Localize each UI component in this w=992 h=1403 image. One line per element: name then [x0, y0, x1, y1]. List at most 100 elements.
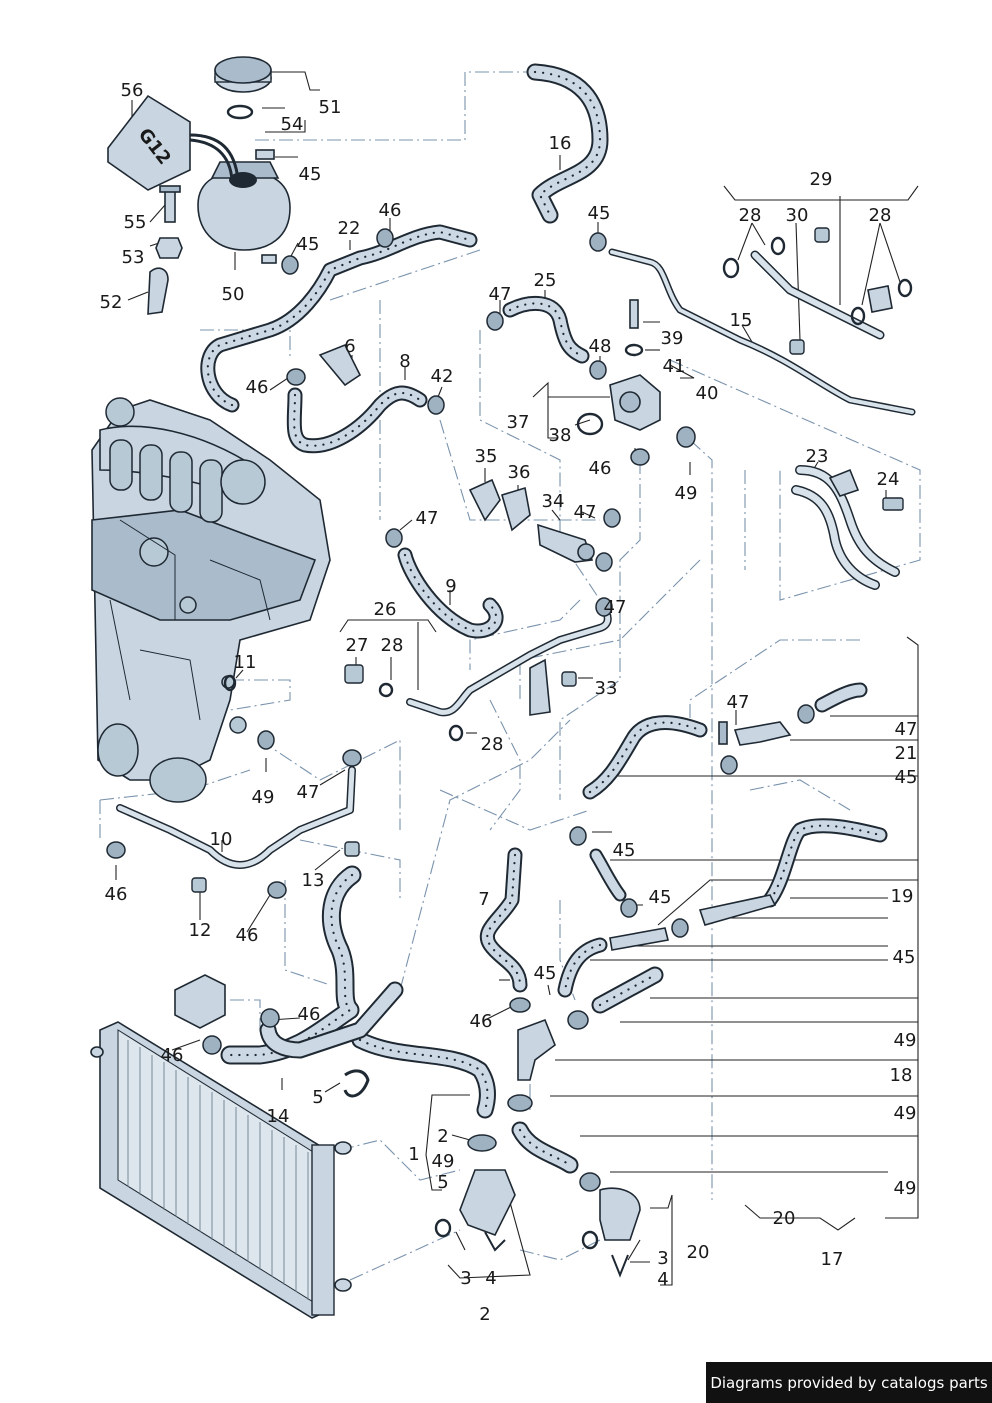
label-5: 5 — [312, 1087, 323, 1108]
label-49: 49 — [894, 1103, 917, 1124]
label-46: 46 — [246, 377, 269, 398]
label-52: 52 — [100, 292, 123, 313]
label-19: 19 — [891, 886, 914, 907]
label-37: 37 — [507, 412, 530, 433]
label-55: 55 — [124, 212, 147, 233]
label-20: 20 — [687, 1242, 710, 1263]
label-47: 47 — [574, 502, 597, 523]
label-36: 36 — [508, 462, 531, 483]
label-49: 49 — [894, 1178, 917, 1199]
label-8: 8 — [399, 351, 410, 372]
label-23: 23 — [806, 446, 829, 467]
label-13: 13 — [302, 870, 325, 891]
label-46: 46 — [470, 1011, 493, 1032]
hose-bottom — [511, 1121, 579, 1174]
label-18: 18 — [890, 1065, 913, 1086]
label-47: 47 — [895, 719, 918, 740]
label-11: 11 — [234, 652, 257, 673]
label-28: 28 — [739, 205, 762, 226]
label-29: 29 — [810, 169, 833, 190]
pipe-26 — [406, 604, 612, 717]
label-2: 2 — [437, 1126, 448, 1147]
hose-19 — [557, 818, 888, 1014]
fittings — [106, 227, 913, 1278]
label-21: 21 — [895, 743, 918, 764]
label-45: 45 — [895, 767, 918, 788]
label-7: 7 — [478, 889, 489, 910]
footer-credit-text: Diagrams provided by catalogs parts — [710, 1373, 988, 1392]
label-5: 5 — [437, 1172, 448, 1193]
coolant-tank: G12 — [107, 56, 291, 315]
label-20: 20 — [773, 1208, 796, 1229]
label-45: 45 — [893, 947, 916, 968]
label-49: 49 — [252, 787, 275, 808]
label-46: 46 — [298, 1004, 321, 1025]
label-4: 4 — [657, 1269, 668, 1290]
label-28: 28 — [381, 635, 404, 656]
label-46: 46 — [379, 200, 402, 221]
hose-22 — [200, 224, 478, 413]
label-3: 3 — [460, 1268, 471, 1289]
pipe-29 — [750, 250, 885, 340]
part-labels: 56 54 51 45 55 53 52 50 22 46 45 16 45 2… — [100, 80, 918, 1325]
label-25: 25 — [534, 270, 557, 291]
label-46: 46 — [236, 925, 259, 946]
label-45: 45 — [649, 887, 672, 908]
hose-25 — [502, 295, 590, 364]
label-12: 12 — [189, 920, 212, 941]
label-49: 49 — [675, 483, 698, 504]
label-46: 46 — [589, 458, 612, 479]
label-45: 45 — [534, 963, 557, 984]
label-56: 56 — [121, 80, 144, 101]
label-22: 22 — [338, 218, 361, 239]
label-41: 41 — [663, 356, 686, 377]
label-40: 40 — [696, 383, 719, 404]
pipe-15 — [608, 248, 916, 416]
label-34: 34 — [542, 491, 565, 512]
hose-16 — [526, 63, 609, 224]
hose-21 — [814, 682, 868, 713]
label-49: 49 — [894, 1030, 917, 1051]
label-28: 28 — [481, 734, 504, 755]
hose-7 — [480, 847, 528, 993]
label-28: 28 — [869, 205, 892, 226]
label-26: 26 — [374, 599, 397, 620]
label-45: 45 — [297, 234, 320, 255]
label-46: 46 — [105, 884, 128, 905]
label-9: 9 — [445, 576, 456, 597]
label-51: 51 — [319, 97, 342, 118]
label-1: 1 — [408, 1144, 419, 1165]
label-45: 45 — [588, 203, 611, 224]
label-6: 6 — [344, 336, 355, 357]
label-4: 4 — [485, 1268, 496, 1289]
pipe-10 — [116, 766, 356, 869]
label-42: 42 — [431, 366, 454, 387]
label-14: 14 — [267, 1106, 290, 1127]
pipe-23 — [791, 465, 900, 590]
label-47: 47 — [416, 508, 439, 529]
hose-13-14 — [220, 865, 496, 1119]
engine-block — [91, 397, 331, 803]
label-15: 15 — [730, 310, 753, 331]
pipes — [116, 248, 916, 869]
label-54: 54 — [281, 114, 304, 135]
label-24: 24 — [877, 469, 900, 490]
label-17: 17 — [821, 1249, 844, 1270]
label-45: 45 — [613, 840, 636, 861]
label-35: 35 — [475, 446, 498, 467]
label-39: 39 — [661, 328, 684, 349]
label-47: 47 — [604, 597, 627, 618]
footer-credit-badge: Diagrams provided by catalogs parts — [706, 1362, 992, 1403]
label-33: 33 — [595, 678, 618, 699]
label-47: 47 — [489, 284, 512, 305]
label-45: 45 — [299, 164, 322, 185]
label-38: 38 — [549, 425, 572, 446]
hose-45-right — [582, 715, 708, 800]
label-46: 46 — [161, 1045, 184, 1066]
label-53: 53 — [122, 247, 145, 268]
hose-8 — [286, 385, 428, 454]
label-47: 47 — [727, 692, 750, 713]
label-2: 2 — [479, 1304, 490, 1325]
label-49: 49 — [432, 1151, 455, 1172]
